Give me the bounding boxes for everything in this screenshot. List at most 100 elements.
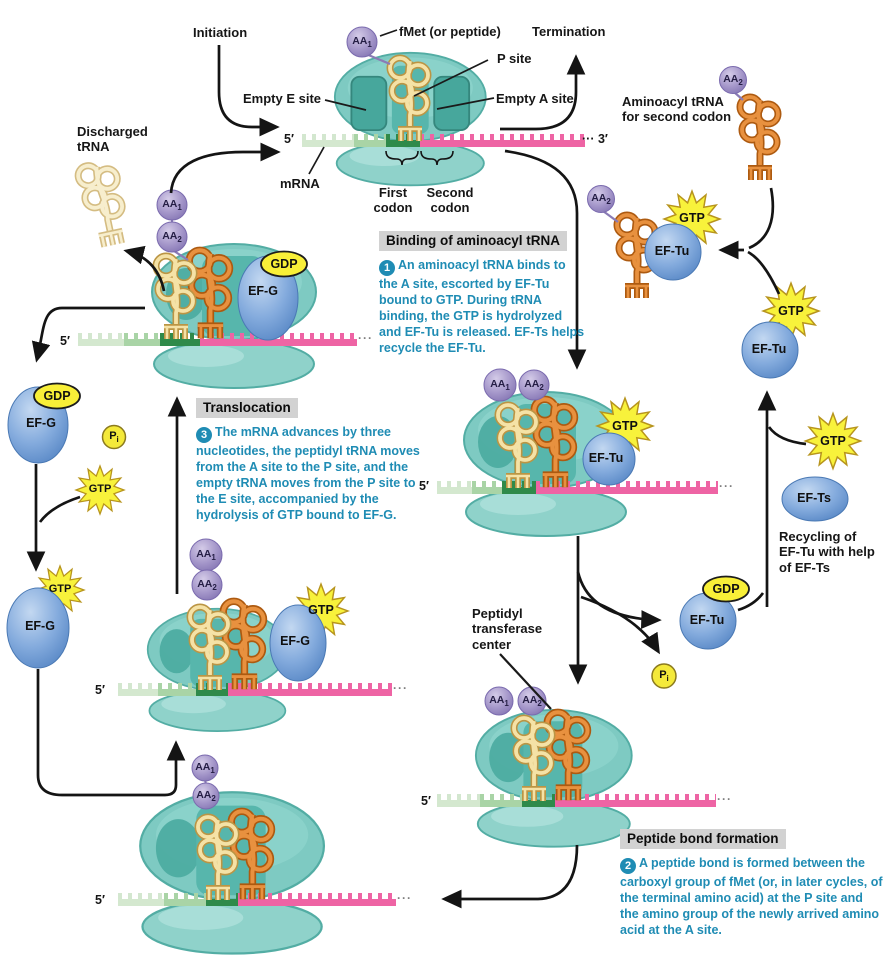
arrow-initiation — [217, 45, 280, 137]
arrow-efg-exit — [31, 306, 145, 363]
pi-label-left: Pi — [109, 429, 119, 445]
arrow-gtp-join-left — [38, 495, 81, 523]
aa1-badge-binding: AA1 — [490, 377, 510, 393]
ef-ts-label: EF-Ts — [797, 491, 831, 505]
aa1-badge-chain: AA1 — [162, 197, 182, 213]
arrow-trna-to-complex — [748, 187, 775, 250]
empty-a-site-label: Empty A site — [496, 91, 574, 106]
gtp-label-left2: GTP — [48, 583, 72, 595]
aa2-badge-complex: AA2 — [591, 191, 611, 207]
aa1-badge-initiator: AA1 — [352, 34, 372, 50]
aa1-badge-post: AA1 — [195, 760, 215, 776]
ef-ts-shape — [781, 476, 849, 522]
gdp-badges — [33, 250, 750, 603]
mrna-strand-peptide — [437, 794, 716, 807]
ef-g-label-left: EF-G — [26, 416, 56, 430]
arrow-eftu-to-complex — [747, 250, 781, 295]
five-prime-2: 5′ — [60, 334, 70, 348]
aa2-badge-peptide: AA2 — [522, 693, 542, 709]
five-prime-4: 5′ — [95, 683, 105, 697]
ribosome-ef-g-bound — [146, 607, 288, 732]
mrna-strand-ef-g — [118, 683, 392, 696]
pointer-lines — [308, 29, 552, 710]
mrna-strand-top — [302, 134, 585, 147]
mrna-strand-post-peptide — [118, 893, 396, 906]
mrna-strand-translocated — [78, 333, 357, 346]
step-3-badge: 3 — [196, 427, 212, 444]
arrow-gtp-join-right — [767, 426, 807, 446]
pi-badges — [101, 424, 677, 689]
p-site-label: P site — [497, 51, 532, 66]
mrna-strand-binding — [437, 481, 718, 494]
binding-step-title: Binding of aminoacyl tRNA — [379, 231, 568, 251]
step-1-badge: 1 — [379, 260, 395, 277]
arrow-pi-release — [580, 595, 660, 655]
peptidyl-pointer — [499, 653, 552, 710]
gdp-label-left: GDP — [43, 389, 71, 403]
gtp-label-right: GTP — [778, 304, 804, 318]
fmet-label: fMet (or peptide) — [399, 24, 501, 39]
mrna-label: mRNA — [280, 176, 320, 191]
gtp-label-left: GTP — [88, 483, 112, 495]
mrna-pointer — [308, 146, 325, 175]
aa2-badge-post: AA2 — [196, 788, 216, 804]
p-site-pointer — [413, 59, 489, 97]
ef-g-label-ribosome: EF-G — [248, 284, 278, 298]
arrow-efg-to-ribosome — [36, 669, 186, 797]
binding-step-text: An aminoacyl tRNA binds to the A site, e… — [379, 258, 585, 356]
gtp-label-efg: GTP — [308, 603, 334, 617]
gtp-label-complex: GTP — [679, 211, 705, 225]
aa1-badge-peptide: AA1 — [489, 693, 509, 709]
gtp-label-recycle: GTP — [820, 434, 846, 448]
ef-tu-label-ribosome: EF-Tu — [588, 451, 624, 465]
flow-arrows — [26, 45, 807, 909]
aa2-badge-free: AA2 — [723, 72, 743, 88]
aa2-badge-efg: AA2 — [197, 577, 217, 593]
trna-aminoacyl-free — [740, 97, 778, 180]
five-prime-5: 5′ — [421, 794, 431, 808]
peptide-step-text: A peptide bond is formed between the car… — [620, 856, 883, 938]
ef-tu-gtp-shape — [741, 321, 799, 379]
a-site-pointer — [436, 97, 495, 110]
trna-discharged — [76, 160, 130, 249]
translocation-step-text: The mRNA advances by three nucleotides, … — [196, 425, 420, 523]
ef-tu-label-right: EF-Tu — [751, 342, 787, 356]
aa2-badge-chain: AA2 — [162, 229, 182, 245]
aa2-badge-binding: AA2 — [524, 377, 544, 393]
ef-g-ribosome2-shape — [269, 604, 327, 682]
ef-g-gtp-shape — [6, 587, 70, 669]
codon-braces — [385, 150, 454, 166]
ef-tu-complex-shape — [644, 223, 702, 281]
aa-badges — [156, 26, 747, 810]
arrow-peptide-to-next — [441, 844, 579, 909]
aa1-badge-efg: AA1 — [196, 547, 216, 563]
arrow-termination — [500, 54, 586, 131]
mrna-ellipsis-6: ··· — [397, 891, 412, 905]
fmet-pointer — [379, 29, 398, 37]
e-site-pointer — [324, 99, 367, 111]
arrow-gdp-join — [737, 592, 765, 612]
five-prime-6: 5′ — [95, 893, 105, 907]
ef-tu-label-recycle: EF-Tu — [689, 613, 725, 627]
gdp-label-ribosome: GDP — [270, 257, 298, 271]
five-prime-top: 5′ — [284, 132, 294, 146]
mrna-ellipsis-4: ··· — [393, 681, 408, 695]
empty-e-site-label: Empty E site — [243, 91, 322, 106]
arrow-aa-to-mrna — [169, 142, 281, 194]
five-prime-3: 5′ — [419, 479, 429, 493]
mrna-ellipsis-2: ··· — [358, 331, 373, 345]
gtp-label-ribosome: GTP — [612, 419, 638, 433]
ef-g-label-ribosome2: EF-G — [280, 634, 310, 648]
mrna-ellipsis-5: ··· — [717, 792, 732, 806]
gdp-label-recycle: GDP — [712, 582, 740, 596]
